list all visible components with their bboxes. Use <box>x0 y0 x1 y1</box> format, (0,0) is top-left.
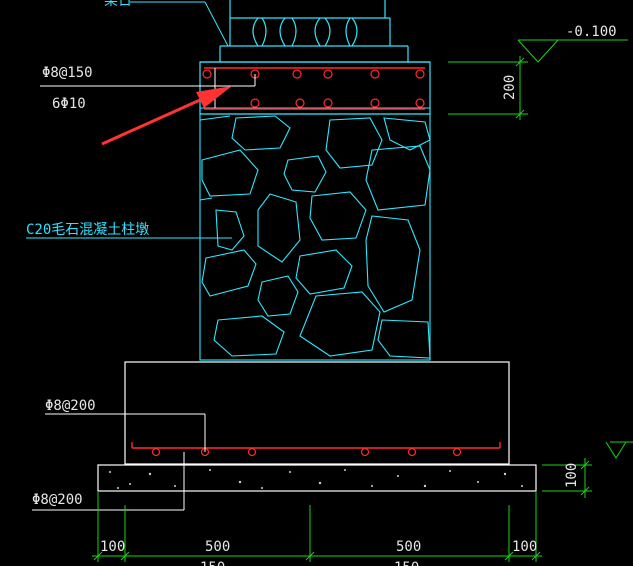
dim-bottom-cut-left: 150 <box>200 560 225 566</box>
rebar-top-label: Φ8@150 <box>42 65 93 81</box>
red-arrow-icon <box>101 86 232 146</box>
cap-dimension <box>448 56 528 120</box>
rubble-pier <box>199 113 431 361</box>
material-label: C20毛石混凝土柱墩 <box>26 222 149 238</box>
footing <box>124 361 510 465</box>
elevation-marker: -0.100 <box>517 24 628 63</box>
cap-beam <box>199 61 431 115</box>
dim-bottom-right-edge: 100 <box>512 539 537 555</box>
column-ornament <box>200 0 430 63</box>
dim-bottom-left-half: 500 <box>205 539 230 555</box>
cushion-dimension <box>542 441 633 498</box>
dim-bottom-right-half: 500 <box>396 539 421 555</box>
rebar-base-callout: Φ8@200 Φ8@200 <box>32 398 206 511</box>
rebar-top-callout: Φ8@150 6Φ10 <box>40 65 256 112</box>
material-callout: C20毛石混凝土柱墩 <box>26 222 232 239</box>
rebar-base2-label: Φ8@200 <box>32 492 83 508</box>
cushion-height-dim: 100 <box>564 463 580 488</box>
rebar-bars-label: 6Φ10 <box>52 96 86 112</box>
elevation-label: -0.100 <box>566 24 617 40</box>
bottom-dimension-chain <box>92 491 542 562</box>
top-cut-label-leader: 某日 <box>104 0 229 47</box>
dim-bottom-cut-right: 150 <box>394 560 419 566</box>
rebar-base1-label: Φ8@200 <box>45 398 96 414</box>
cap-height-dim: 200 <box>502 75 518 100</box>
cushion-layer <box>97 464 537 492</box>
top-cut-label: 某日 <box>104 0 132 9</box>
dim-bottom-left-edge: 100 <box>100 539 125 555</box>
